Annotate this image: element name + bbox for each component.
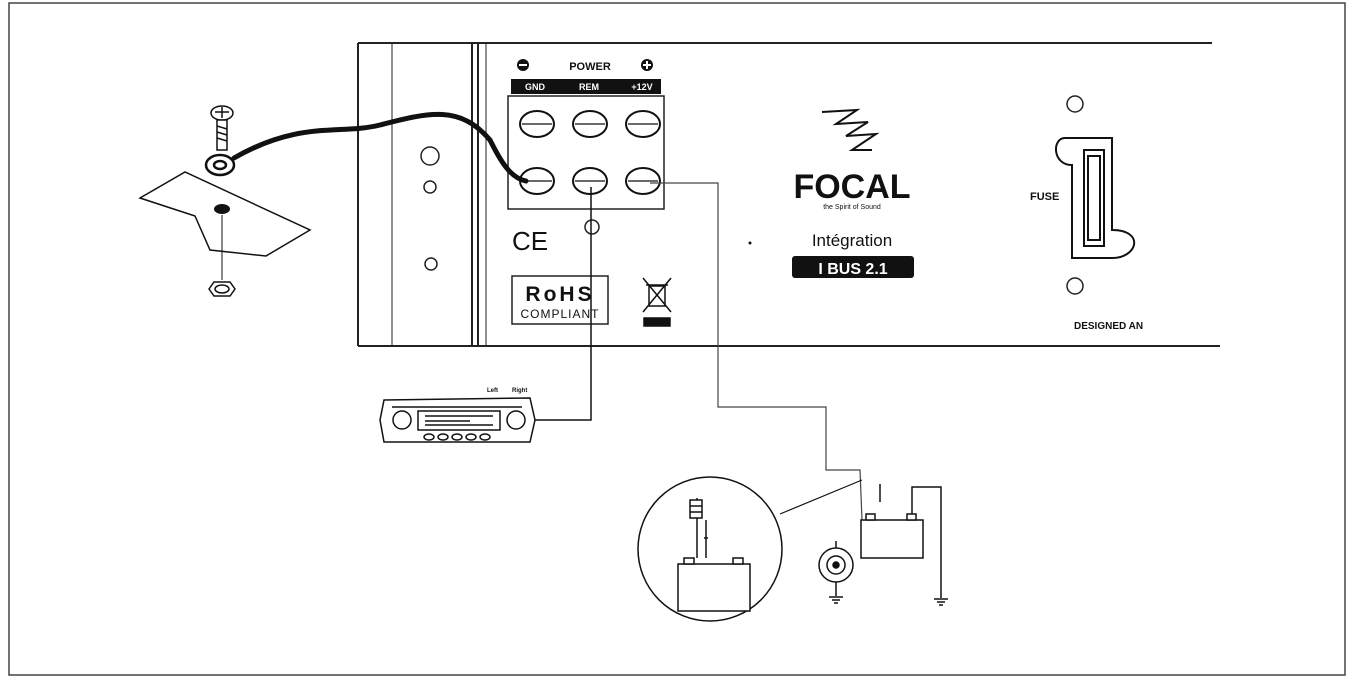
head-unit-left-label: Left bbox=[487, 388, 498, 394]
series-name: Intégration bbox=[812, 231, 892, 250]
rohs-text: RoHS bbox=[525, 283, 594, 306]
plus-symbol-icon bbox=[641, 59, 653, 71]
mounting-hole bbox=[420, 146, 440, 166]
model-badge bbox=[792, 256, 914, 278]
power-wire bbox=[650, 182, 863, 521]
ring-terminal-icon bbox=[204, 153, 236, 177]
amplifier-panel bbox=[357, 42, 1220, 347]
fuse-holder-icon bbox=[1055, 137, 1136, 259]
terminal-label-rem: REM bbox=[579, 82, 599, 92]
mounting-hole bbox=[423, 180, 437, 194]
alternator-icon bbox=[818, 541, 854, 596]
panel-dot bbox=[748, 241, 752, 245]
zoom-battery-icon bbox=[677, 498, 751, 612]
panel-hole bbox=[584, 219, 600, 235]
inline-fuse-icon bbox=[689, 499, 703, 519]
model-name: I BUS 2.1 bbox=[818, 261, 887, 278]
ground-bolt-icon bbox=[210, 105, 234, 151]
remote-wire bbox=[534, 187, 592, 421]
chassis-plate-icon bbox=[138, 171, 312, 257]
plate-hole bbox=[214, 204, 230, 214]
ce-mark: CE bbox=[512, 226, 548, 256]
brand-name: FOCAL bbox=[793, 168, 910, 206]
alternator-ground-icon bbox=[829, 596, 843, 604]
power-label: POWER bbox=[569, 61, 611, 73]
designed-label: DESIGNED AN bbox=[1074, 321, 1143, 332]
minus-symbol-icon bbox=[517, 59, 529, 71]
car-battery-icon bbox=[860, 484, 942, 598]
terminal-label-12v: +12V bbox=[631, 82, 652, 92]
terminal-label-gnd: GND bbox=[525, 82, 546, 92]
head-unit-icon bbox=[379, 397, 536, 443]
rohs-badge: RoHS COMPLIANT bbox=[511, 275, 609, 325]
mounting-holes bbox=[420, 146, 440, 271]
focal-logo-icon bbox=[821, 108, 880, 151]
head-unit-right-label: Right bbox=[512, 388, 527, 394]
terminal-label-bar bbox=[511, 79, 661, 94]
fuse-label: FUSE bbox=[1030, 191, 1059, 203]
diagram-frame bbox=[8, 2, 1346, 676]
battery-ground-icon bbox=[934, 598, 948, 606]
fuse-top-hole bbox=[1066, 95, 1084, 113]
ground-nut-icon bbox=[208, 281, 236, 297]
ground-cable bbox=[231, 111, 529, 184]
rohs-subtext: COMPLIANT bbox=[520, 307, 599, 321]
fuse-bottom-hole bbox=[1066, 277, 1084, 295]
weee-bin-icon bbox=[642, 277, 672, 327]
brand-tagline: the Spirit of Sound bbox=[823, 204, 881, 211]
mounting-hole bbox=[424, 257, 438, 271]
zoom-leader-line bbox=[779, 479, 863, 515]
